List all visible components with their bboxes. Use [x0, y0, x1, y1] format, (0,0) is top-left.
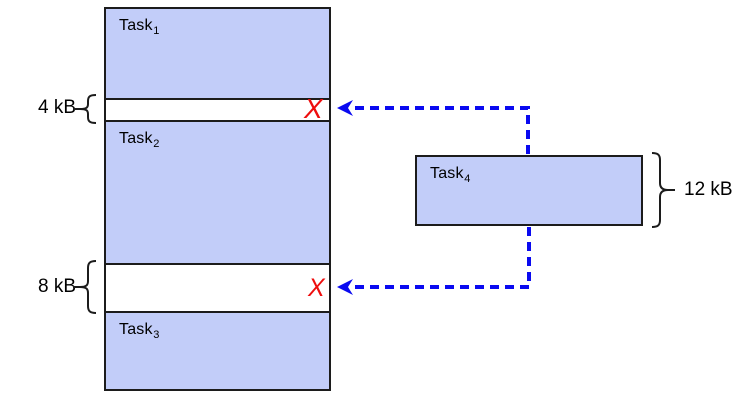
arrowhead-left-icon-4kb — [337, 100, 353, 116]
memory-gap-8kb — [104, 263, 331, 313]
dashed-arrow-to-4kb — [350, 106, 530, 154]
incoming-block-task4: Task4 — [415, 155, 643, 226]
task3-subscript: 3 — [153, 329, 160, 341]
reject-x-icon-gap2: X — [308, 274, 325, 302]
task4-name: Task — [430, 165, 464, 182]
task3-name: Task — [119, 321, 153, 338]
task1-subscript: 1 — [153, 25, 160, 37]
task1-name: Task — [119, 17, 153, 34]
brace-right-12kb — [651, 152, 675, 228]
task2-name: Task — [119, 130, 153, 147]
gap1-size-label: 4 kB — [37, 97, 76, 118]
arrowhead-left-icon-8kb — [337, 279, 353, 295]
task2-subscript: 2 — [153, 138, 160, 150]
brace-left-8kb — [73, 260, 97, 314]
memory-block-task2: Task2 — [104, 120, 331, 265]
brace-left-4kb — [73, 94, 97, 124]
gap2-size-label: 8 kB — [37, 276, 76, 297]
task4-size-label: 12 kB — [684, 179, 733, 200]
memory-block-task3: Task3 — [104, 311, 331, 391]
task1-label: Task1 — [119, 17, 160, 37]
dashed-arrow-to-8kb — [350, 227, 531, 289]
task2-label: Task2 — [119, 130, 160, 150]
task3-label: Task3 — [119, 321, 160, 341]
memory-block-task1: Task1 — [104, 7, 331, 100]
memory-gap-4kb — [104, 98, 331, 122]
task4-label: Task4 — [430, 165, 471, 185]
task4-subscript: 4 — [464, 173, 471, 185]
reject-x-icon-gap1: X — [304, 93, 323, 124]
